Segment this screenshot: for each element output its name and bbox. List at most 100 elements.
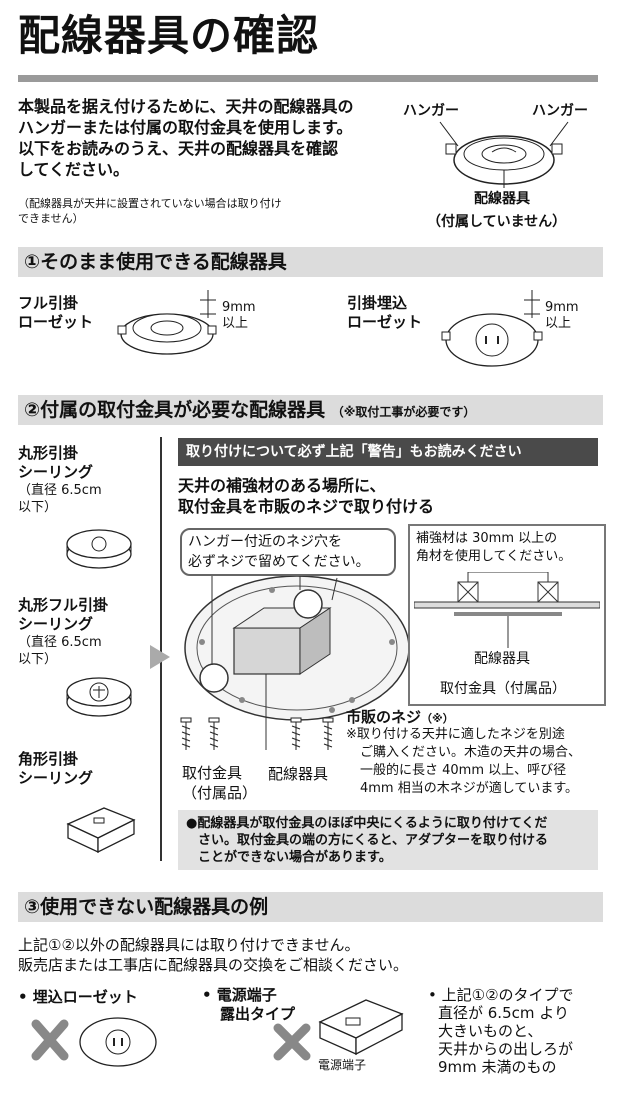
fixture-sub: 以下）: [18, 500, 58, 515]
fixture-name: フル引掛: [18, 294, 79, 312]
unusable-item-line: 直径が 6.5cm より: [438, 1004, 569, 1022]
full-rosette-illustration: [117, 290, 217, 355]
callout-line: ハンガー付近のネジ穴を: [188, 534, 342, 550]
dim-value: 以上: [222, 316, 249, 331]
embedded-rosette-illustration: [441, 290, 543, 367]
fixture-name: 丸形引掛: [18, 444, 79, 462]
intro-text: 本製品を据え付けるために、天井の配線器具の ハンガーまたは付属の取付金具を使用し…: [18, 96, 398, 180]
intro-note-line: （配線器具が天井に設置されていない場合は取り付け: [18, 197, 282, 210]
unusable-item-line: • 上記①②のタイプで: [428, 986, 574, 1004]
unusable-item-line: 大きいものと、: [438, 1022, 543, 1040]
section2-title-note: （※取付工事が必要です）: [331, 405, 476, 419]
bracket-label: 取付金具 （付属品）: [182, 763, 257, 803]
fixture-sub: 以下）: [18, 652, 58, 667]
dimension-label: 9mm 以上: [222, 300, 256, 332]
note-line: ●配線器具が取付金具のほぼ中央にくるように取り付けてくだ: [186, 816, 548, 831]
screw-label-text: 市販のネジ: [346, 708, 422, 726]
title-rule: [18, 75, 598, 82]
ceiling-wiring-device-illustration: [439, 121, 569, 188]
hanger-right-label: ハンガー: [532, 103, 588, 119]
embedded-rosette-unusable-illustration: [31, 1017, 157, 1067]
note-line: さい。取付金具の端の方にくると、アダプターを取り付ける: [198, 833, 548, 848]
screw-label: 市販のネジ（※）: [346, 706, 454, 727]
fixture-name: 角形引掛: [18, 750, 79, 768]
fixture-name: シーリング: [18, 463, 94, 481]
x-mark-icon: [31, 1019, 69, 1061]
section3-line: 上記①②以外の配線器具には取り付けできません。: [18, 936, 360, 954]
reinforcement-bracket-label: 取付金具（付属品）: [440, 681, 566, 697]
arrow-right-icon: [150, 645, 170, 669]
instruction-line: 天井の補強材のある場所に、: [178, 476, 386, 495]
terminal-exposed-illustration: [273, 999, 404, 1061]
unusable-item-embedded: • 埋込ローゼット: [18, 988, 138, 1006]
side-item-round-ceiling: 丸形引掛 シーリング （直径 6.5cm 以下）: [18, 444, 148, 516]
dim-value: 以上: [545, 316, 572, 331]
fixture-name: 引掛埋込: [347, 294, 408, 312]
reinforcement-wiring-label: 配線器具: [474, 651, 530, 667]
callout-bubble: ハンガー付近のネジ穴を 必ずネジで留めてください。: [180, 528, 396, 576]
reinforcement-illustration: [414, 572, 600, 648]
round-ceiling-illustration: [66, 529, 132, 569]
screw-note-line: ※取り付ける天井に適したネジを別途: [346, 727, 565, 742]
unusable-item-large: • 上記①②のタイプで 直径が 6.5cm より 大きいものと、 天井からの出し…: [428, 986, 608, 1076]
intro-line: ハンガーまたは付属の取付金具を使用します。: [18, 118, 353, 137]
section3-title: ③使用できない配線器具の例: [24, 896, 269, 918]
section1-header: ①そのまま使用できる配線器具: [18, 247, 603, 277]
warning-banner: 取り付けについて必ず上記「警告」もお読みください: [178, 438, 598, 466]
fixture-name: ローゼット: [347, 313, 423, 331]
fixture-embedded-rosette: 引掛埋込 ローゼット: [347, 294, 422, 332]
dim-value: 9mm: [222, 300, 256, 315]
fixture-full-rosette: フル引掛 ローゼット: [18, 294, 93, 332]
dim-value: 9mm: [545, 300, 579, 315]
unusable-item-line: 9mm 未満のもの: [438, 1058, 557, 1076]
intro-line: 本製品を据え付けるために、天井の配線器具の: [18, 97, 354, 116]
fixture-sub: （直径 6.5cm: [18, 483, 102, 498]
section3-header: ③使用できない配線器具の例: [18, 892, 603, 922]
dimension-label: 9mm 以上: [545, 300, 579, 332]
screw-note-line: 4mm 相当の木ネジが適しています。: [360, 781, 579, 796]
fixture-sub: （直径 6.5cm: [18, 635, 102, 650]
fixture-name: シーリング: [18, 769, 94, 787]
terminal-label: 電源端子: [318, 1058, 367, 1072]
reinforcement-line: 補強材は 30mm 以上の: [416, 531, 558, 546]
unusable-item-terminal: • 電源端子 露出タイプ: [202, 986, 295, 1024]
side-item-round-full-ceiling: 丸形フル引掛 シーリング （直径 6.5cm 以下）: [18, 596, 158, 668]
reinforcement-text: 補強材は 30mm 以上の 角材を使用してください。: [410, 526, 604, 570]
x-mark-icon: [273, 1023, 311, 1061]
intro-line: してください。: [18, 160, 130, 179]
screws-illustration: [180, 717, 334, 750]
intro-line: 以下をお読みのうえ、天井の配線器具を確認: [18, 139, 339, 158]
square-ceiling-illustration: [66, 807, 136, 854]
page-title: 配線器具の確認: [18, 11, 320, 60]
center-note: ●配線器具が取付金具のほぼ中央にくるように取り付けてくだ さい。取付金具の端の方…: [178, 810, 598, 870]
wiring-label: 配線器具: [268, 765, 329, 783]
unusable-item-line: 天井からの出しろが: [438, 1040, 574, 1058]
fixture-name: シーリング: [18, 615, 94, 633]
reinforcement-box: 補強材は 30mm 以上の 角材を使用してください。 配線器具: [408, 524, 606, 706]
intro-note: （配線器具が天井に設置されていない場合は取り付け できません）: [18, 196, 378, 226]
side-item-square-ceiling: 角形引掛 シーリング: [18, 750, 158, 788]
bracket-label-line: 取付金具: [182, 764, 243, 782]
bracket-label-line: （付属品）: [182, 784, 258, 802]
mounting-bracket-illustration: [184, 570, 410, 750]
fixture-name: ローゼット: [18, 313, 94, 331]
section3-text: 上記①②以外の配線器具には取り付けできません。 販売店または工事店に配線器具の交…: [18, 935, 608, 975]
reinforcement-line: 角材を使用してください。: [416, 549, 572, 564]
screw-note: ※取り付ける天井に適したネジを別途 ご購入ください。木造の天井の場合、 一般的に…: [346, 726, 604, 798]
instruction-line: 取付金具を市販のネジで取り付ける: [178, 497, 435, 516]
section1-title: ①そのまま使用できる配線器具: [24, 251, 287, 273]
screw-label-mark: （※）: [421, 712, 454, 725]
section2-title-text: ②付属の取付金具が必要な配線器具: [24, 399, 326, 421]
wiring-device-label: 配線器具: [474, 191, 530, 207]
install-instruction: 天井の補強材のある場所に、 取付金具を市販のネジで取り付ける: [178, 475, 598, 517]
round-full-ceiling-illustration: [66, 677, 132, 717]
screw-note-line: 一般的に長さ 40mm 以上、呼び径: [360, 763, 567, 778]
fixture-name: 丸形フル引掛: [18, 596, 109, 614]
unusable-item-line: 露出タイプ: [220, 1005, 296, 1023]
hanger-left-label: ハンガー: [403, 103, 459, 119]
section2-title: ②付属の取付金具が必要な配線器具 （※取付工事が必要です）: [18, 395, 603, 427]
screw-note-line: ご購入ください。木造の天井の場合、: [360, 745, 582, 760]
intro-note-line: できません）: [18, 212, 84, 225]
unusable-item-line: • 電源端子: [202, 986, 277, 1004]
callout-line: 必ずネジで留めてください。: [188, 554, 370, 570]
